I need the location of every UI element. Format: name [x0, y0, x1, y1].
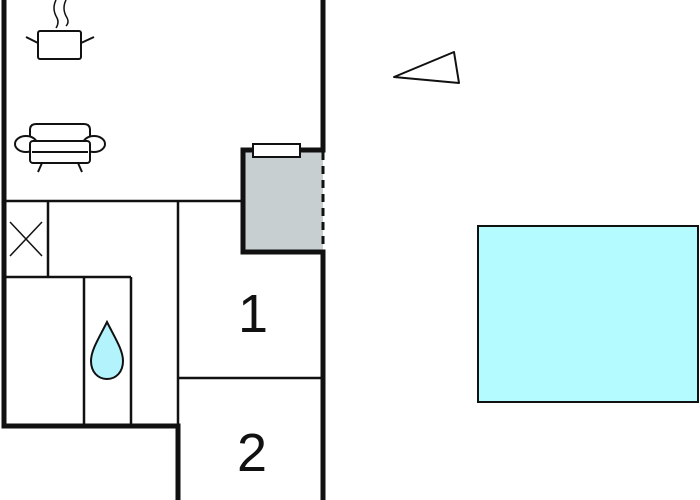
cooking-pot-icon — [25, 0, 95, 60]
sofa-icon — [14, 123, 106, 173]
room-number-2: 2 — [237, 423, 267, 483]
fireplace-body — [243, 150, 323, 252]
fireplace — [240, 143, 325, 255]
pool-icon — [477, 225, 699, 403]
fireplace-icon — [252, 143, 301, 158]
room-number-1: 1 — [238, 284, 268, 344]
water-drop-icon — [89, 319, 125, 381]
interior-walls — [4, 199, 323, 426]
exterior-walls — [1, 0, 326, 500]
crossed-box-icon — [9, 221, 43, 257]
north-arrow-icon — [393, 51, 460, 84]
